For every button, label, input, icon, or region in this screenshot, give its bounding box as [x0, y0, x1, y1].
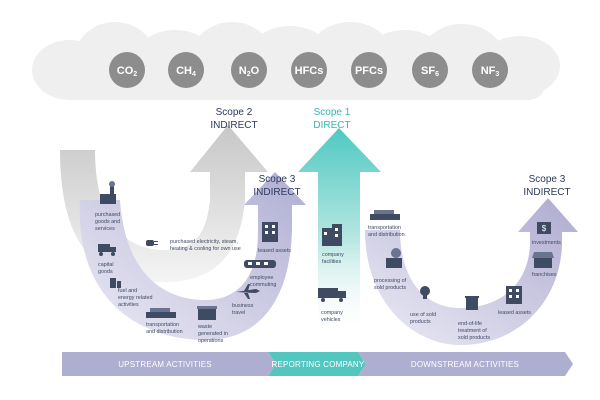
- gas-pfcs: PFCs: [355, 65, 383, 77]
- dumpster-icon: [197, 306, 217, 320]
- label-investments: investments: [532, 240, 561, 246]
- label-business-travel: business travel: [232, 303, 255, 316]
- label-franchises: franchises: [532, 272, 557, 278]
- company-building-icon: [322, 224, 342, 246]
- gas-ch4: CH4: [176, 65, 196, 78]
- label-downstream-transportation: transportation and distribution: [368, 225, 405, 238]
- scope1-subtitle: DIRECT: [313, 120, 350, 131]
- label-downstream-leased-assets: leased assets: [498, 310, 531, 316]
- scope3-downstream-subtitle: INDIRECT: [523, 187, 570, 198]
- svg-text:$: $: [542, 224, 547, 233]
- downstream-building-icon: [506, 286, 522, 304]
- lightbulb-icon: [420, 286, 430, 299]
- activity-bar: UPSTREAM ACTIVITIES REPORTING COMPANY DO…: [62, 352, 573, 376]
- gas-sf6: SF6: [421, 65, 439, 78]
- label-upstream-leased-assets: leased assets: [258, 248, 291, 254]
- label-employee-commuting: employee commuting: [250, 275, 276, 288]
- label-processing: processing of sold products: [374, 278, 408, 291]
- downstream-ship-icon: [370, 210, 400, 220]
- label-fuel-energy: fuel and energy related activities: [118, 288, 154, 308]
- scope1-title: Scope 1: [314, 107, 351, 118]
- company-truck-icon: [318, 288, 346, 302]
- ship-icon: [146, 308, 176, 318]
- scope3-upstream-title: Scope 3: [259, 174, 296, 185]
- scope3-upstream-subtitle: INDIRECT: [253, 187, 300, 198]
- investments-dollar-icon: $: [537, 222, 551, 234]
- label-capital-goods: capital goods: [98, 262, 115, 275]
- label-upstream-transportation: transportation and distribution: [146, 322, 183, 335]
- label-use-of-sold: use of sold products: [410, 312, 438, 325]
- gas-co2: CO2: [117, 65, 138, 78]
- upstream-bar: [62, 352, 276, 376]
- airplane-icon: [236, 284, 260, 299]
- label-company-facilities: company facilities: [322, 252, 345, 265]
- building-icon: [262, 222, 278, 242]
- label-purchased-goods: purchased goods and services: [95, 212, 122, 232]
- train-icon: [244, 260, 276, 268]
- downstream-bar-label: DOWNSTREAM ACTIVITIES: [411, 360, 519, 369]
- label-end-of-life: end-of-life treatment of sold products: [458, 321, 490, 341]
- label-waste: waste generated in operations: [197, 324, 229, 344]
- scope2-title: Scope 2: [216, 107, 253, 118]
- scope3-downstream-arrow: [365, 198, 578, 345]
- gas-circles: CO2 CH4 N2O HFCs PFCs SF6 NF3: [109, 52, 508, 88]
- gas-n2o: N2O: [239, 65, 260, 78]
- label-company-vehicles: company vehicles: [321, 310, 344, 323]
- downstream-bar: [358, 352, 573, 376]
- scope3-downstream-title: Scope 3: [529, 174, 566, 185]
- upstream-bar-label: UPSTREAM ACTIVITIES: [118, 360, 212, 369]
- recycle-bin-icon: [465, 296, 479, 310]
- scope2-subtitle: INDIRECT: [210, 120, 257, 131]
- fuel-icon: [110, 278, 121, 288]
- truck-icon: [98, 244, 116, 256]
- gas-nf3: NF3: [481, 65, 500, 78]
- label-purchased-electricity: purchased electricity, steam, heating & …: [170, 239, 241, 252]
- factory-icon: [100, 181, 116, 204]
- processing-factory-icon: [386, 248, 402, 268]
- plug-icon: [146, 240, 158, 246]
- reporting-bar-label: REPORTING COMPANY: [272, 360, 365, 369]
- reporting-bar: [268, 352, 366, 376]
- gas-hfcs: HFCs: [295, 65, 324, 77]
- storefront-icon: [532, 252, 554, 268]
